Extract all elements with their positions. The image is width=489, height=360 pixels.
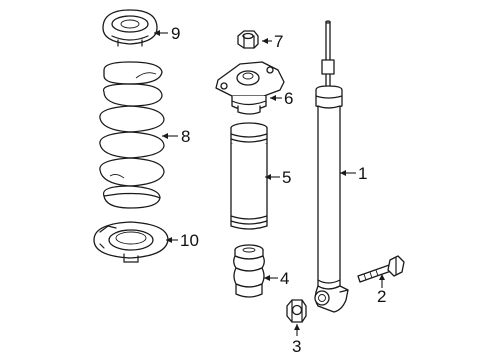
bump-stop bbox=[233, 244, 265, 298]
lower-spring-seat bbox=[93, 221, 169, 263]
callout-2: 2 bbox=[377, 287, 386, 306]
callout-5: 5 bbox=[282, 168, 291, 187]
callout-10: 10 bbox=[180, 231, 199, 250]
callout-6: 6 bbox=[284, 89, 293, 108]
nut bbox=[286, 299, 307, 323]
callout-4: 4 bbox=[280, 269, 289, 288]
mount-nut bbox=[237, 30, 259, 49]
callout-7: 7 bbox=[274, 32, 283, 51]
callout-8: 8 bbox=[181, 127, 190, 146]
bolt bbox=[357, 255, 405, 283]
callout-1: 1 bbox=[358, 164, 367, 183]
shock-absorber bbox=[314, 20, 349, 313]
upper-mount bbox=[215, 61, 285, 115]
callout-9: 9 bbox=[171, 24, 180, 43]
leader-lines bbox=[154, 30, 385, 336]
callout-labels: 9 7 6 8 5 1 10 4 2 3 bbox=[171, 24, 386, 356]
coil-spring bbox=[99, 61, 165, 209]
upper-spring-seat bbox=[102, 9, 158, 47]
callout-3: 3 bbox=[292, 337, 301, 356]
dust-boot bbox=[230, 122, 268, 230]
